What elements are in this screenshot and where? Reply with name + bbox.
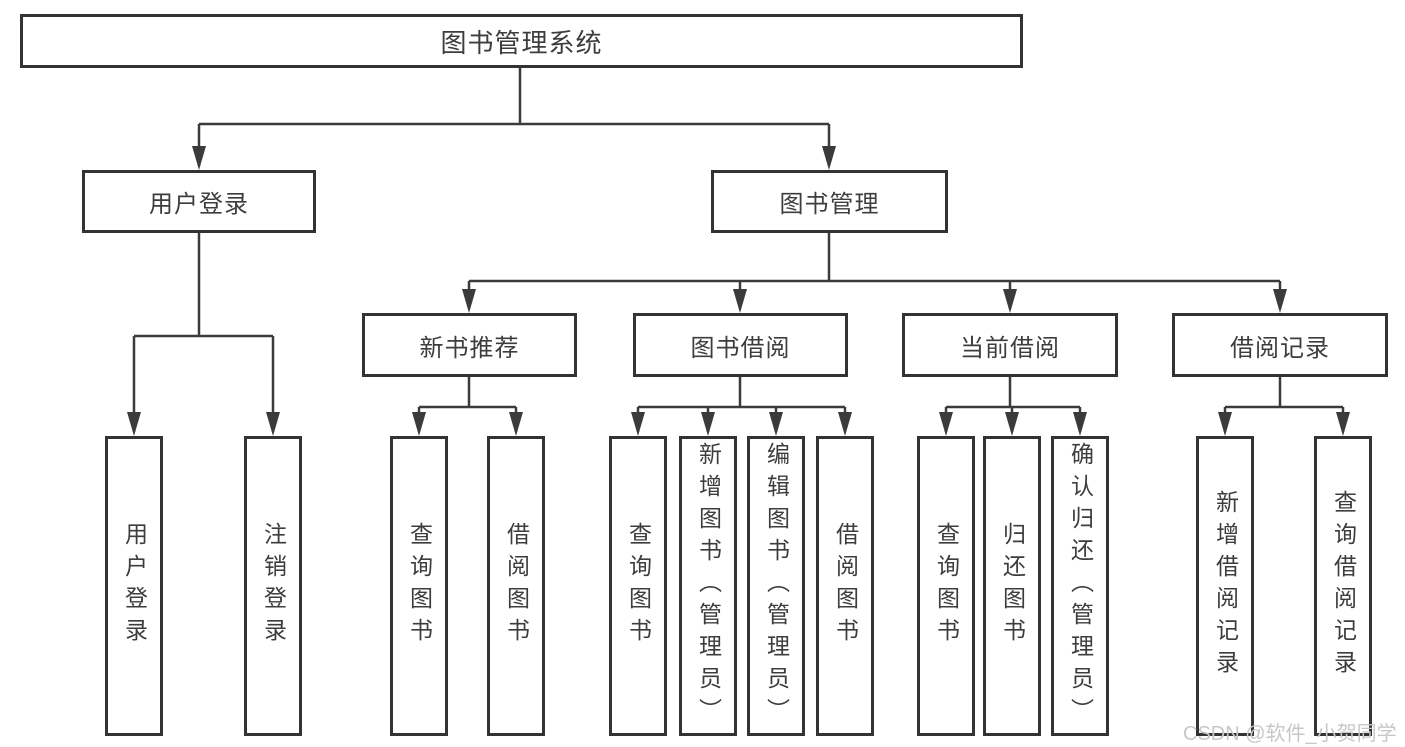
node-borrowing-records: 借阅记录 [1172, 313, 1388, 377]
node-label: 当前借阅 [960, 334, 1060, 362]
leaf-label: 编辑图书（管理员） [763, 442, 790, 730]
leaf-query-books-borrowing: 查询图书 [609, 436, 667, 736]
leaf-label: 确认归还（管理员） [1067, 442, 1094, 730]
leaf-query-books-current: 查询图书 [917, 436, 975, 736]
leaf-label: 查询图书 [933, 522, 960, 650]
node-new-book-recommendation: 新书推荐 [362, 313, 577, 377]
arrowhead-icon [733, 289, 747, 313]
leaf-label: 借阅图书 [832, 522, 859, 650]
leaf-label: 查询借阅记录 [1330, 490, 1357, 682]
arrowhead-icon [1336, 412, 1350, 436]
leaf-query-borrow-record: 查询借阅记录 [1314, 436, 1372, 736]
leaf-logout: 注销登录 [244, 436, 302, 736]
node-user-login: 用户登录 [82, 170, 316, 233]
csdn-watermark: CSDN @软件_小贺同学 [1183, 723, 1397, 745]
leaf-confirm-return-admin: 确认归还（管理员） [1051, 436, 1109, 736]
leaf-label: 查询图书 [625, 522, 652, 650]
node-label: 用户登录 [149, 191, 249, 218]
arrowhead-icon [939, 412, 953, 436]
arrowhead-icon [701, 412, 715, 436]
arrowhead-icon [1073, 412, 1087, 436]
node-library-management-system: 图书管理系统 [20, 14, 1023, 68]
arrowhead-icon [1005, 412, 1019, 436]
leaf-label: 查询图书 [406, 522, 433, 650]
node-book-borrowing: 图书借阅 [633, 313, 848, 377]
arrowhead-icon [266, 412, 280, 436]
leaf-add-books-admin: 新增图书（管理员） [679, 436, 737, 736]
arrowhead-icon [1273, 289, 1287, 313]
arrowhead-icon [822, 146, 836, 170]
arrowhead-icon [1218, 412, 1232, 436]
node-label: 图书管理系统 [440, 27, 603, 58]
node-current-borrowing: 当前借阅 [902, 313, 1118, 377]
node-book-management: 图书管理 [711, 170, 948, 233]
leaf-label: 用户登录 [121, 522, 148, 650]
leaf-label: 归还图书 [999, 522, 1026, 650]
leaf-query-books-recommend: 查询图书 [390, 436, 448, 736]
node-label: 图书借阅 [690, 334, 791, 362]
arrowhead-icon [462, 289, 476, 313]
leaf-add-borrow-record: 新增借阅记录 [1196, 436, 1254, 736]
leaf-borrow-books-borrowing: 借阅图书 [816, 436, 874, 736]
leaf-return-books: 归还图书 [983, 436, 1041, 736]
leaf-borrow-books-recommend: 借阅图书 [487, 436, 545, 736]
leaf-user-login: 用户登录 [105, 436, 163, 736]
leaf-label: 新增图书（管理员） [695, 442, 722, 730]
arrowhead-icon [838, 412, 852, 436]
node-label: 新书推荐 [419, 334, 520, 362]
arrowhead-icon [509, 412, 523, 436]
leaf-label: 注销登录 [260, 522, 287, 650]
node-label: 借阅记录 [1230, 334, 1330, 362]
arrowhead-icon [1003, 289, 1017, 313]
leaf-edit-books-admin: 编辑图书（管理员） [747, 436, 805, 736]
arrowhead-icon [769, 412, 783, 436]
arrowhead-icon [127, 412, 141, 436]
arrowhead-icon [192, 146, 206, 170]
node-label: 图书管理 [779, 191, 880, 218]
leaf-label: 新增借阅记录 [1212, 490, 1239, 682]
leaf-label: 借阅图书 [503, 522, 530, 650]
arrowhead-icon [412, 412, 426, 436]
arrowhead-icon [631, 412, 645, 436]
